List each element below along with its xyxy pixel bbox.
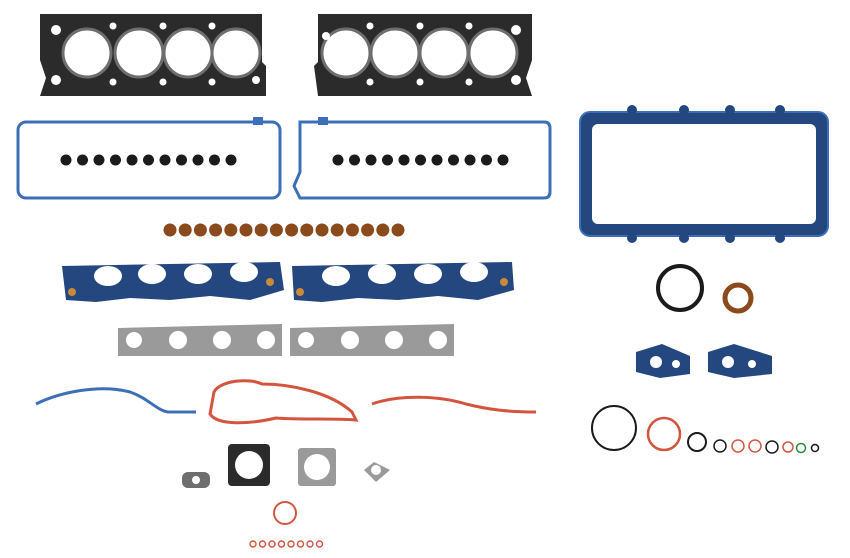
valve-stem-seal: [178, 223, 192, 237]
exhaust-gasket-right: [290, 324, 454, 356]
oring-small: [782, 441, 794, 453]
valve-stem-seal: [330, 223, 344, 237]
oring-tiny: [315, 540, 324, 548]
valve-seal: [110, 154, 121, 166]
valve-seal: [398, 154, 410, 166]
valve-seal: [60, 154, 72, 166]
intake-gasket-right: [292, 262, 514, 302]
valve-seal: [448, 154, 459, 166]
egr-gasket-small: [182, 472, 210, 488]
oring-tiny: [296, 540, 305, 548]
valve-stem-seal: [254, 223, 268, 237]
valve-seal: [225, 154, 237, 166]
valve-seal: [415, 154, 426, 166]
timing-cover-strip-red-center: [208, 379, 359, 425]
valve-seal: [349, 154, 360, 166]
valve-seal: [159, 154, 171, 166]
oring-medium-bottom: [273, 501, 297, 525]
valve-stem-seal: [376, 223, 390, 237]
oring-row: [591, 405, 820, 454]
exhaust-gasket-left: [118, 324, 282, 356]
oring-tiny: [258, 540, 267, 548]
pcv-gasket: [364, 462, 390, 482]
oring-large: [591, 405, 637, 451]
valve-seal: [332, 154, 344, 166]
oring-tiny: [249, 540, 257, 548]
oring-tiny: [306, 540, 314, 548]
valve-seal: [365, 154, 377, 166]
valve-stem-seal: [345, 223, 359, 237]
oring-small-row: [249, 540, 324, 548]
valve-stem-seal: [361, 223, 375, 237]
valve-seal: [481, 154, 492, 166]
valve-stem-seal: [163, 223, 177, 237]
valve-stem-seal: [209, 223, 223, 237]
valve-stem-seal: [193, 223, 207, 237]
oring-small: [713, 439, 727, 453]
valve-cover-gasket-right: [292, 117, 552, 200]
valve-seal: [93, 154, 105, 166]
head-gasket-left: [40, 14, 266, 96]
oring-small: [795, 442, 807, 454]
valve-seal: [431, 154, 443, 166]
valve-stem-seal: [285, 223, 299, 237]
valve-seal: [126, 154, 138, 166]
oring-small: [810, 443, 820, 453]
valve-stem-seals-loose: [163, 223, 405, 237]
valve-seal: [497, 154, 509, 166]
rear-main-seal: [656, 264, 704, 312]
water-outlet-gaskets: [636, 344, 772, 378]
valve-seal: [77, 154, 88, 166]
oring-tiny: [268, 540, 276, 548]
oring-tiny: [287, 540, 295, 548]
valve-seal: [176, 154, 187, 166]
valve-stem-seal: [269, 223, 283, 237]
valve-seal-row-left: [60, 154, 237, 166]
valve-stem-seal: [224, 223, 238, 237]
timing-cover-strip-blue: [35, 387, 196, 414]
front-crank-seal: [722, 282, 754, 314]
valve-stem-seal: [239, 223, 253, 237]
valve-stem-seal: [391, 223, 405, 237]
oring-large: [646, 416, 682, 452]
valve-stem-seal: [300, 223, 314, 237]
valve-stem-seal: [315, 223, 329, 237]
oring-small: [731, 439, 745, 453]
valve-seal: [209, 154, 220, 166]
valve-seal-row-right: [332, 154, 509, 166]
oring-tiny: [277, 540, 286, 548]
valve-seal: [143, 154, 154, 166]
oring-small: [748, 439, 762, 453]
oring-small: [765, 440, 779, 454]
head-gasket-right: [314, 14, 532, 96]
valve-seal: [464, 154, 476, 166]
intake-gasket-left: [62, 262, 284, 302]
valve-cover-gasket-left: [16, 117, 282, 200]
oil-pan-gasket: [579, 105, 829, 243]
oring-medium: [687, 432, 707, 452]
valve-seal: [382, 154, 393, 166]
throttle-body-gasket-plate: [298, 448, 336, 486]
timing-cover-strip-red-right: [371, 395, 537, 414]
valve-seal: [192, 154, 204, 166]
throttle-body-gasket: [228, 444, 270, 486]
